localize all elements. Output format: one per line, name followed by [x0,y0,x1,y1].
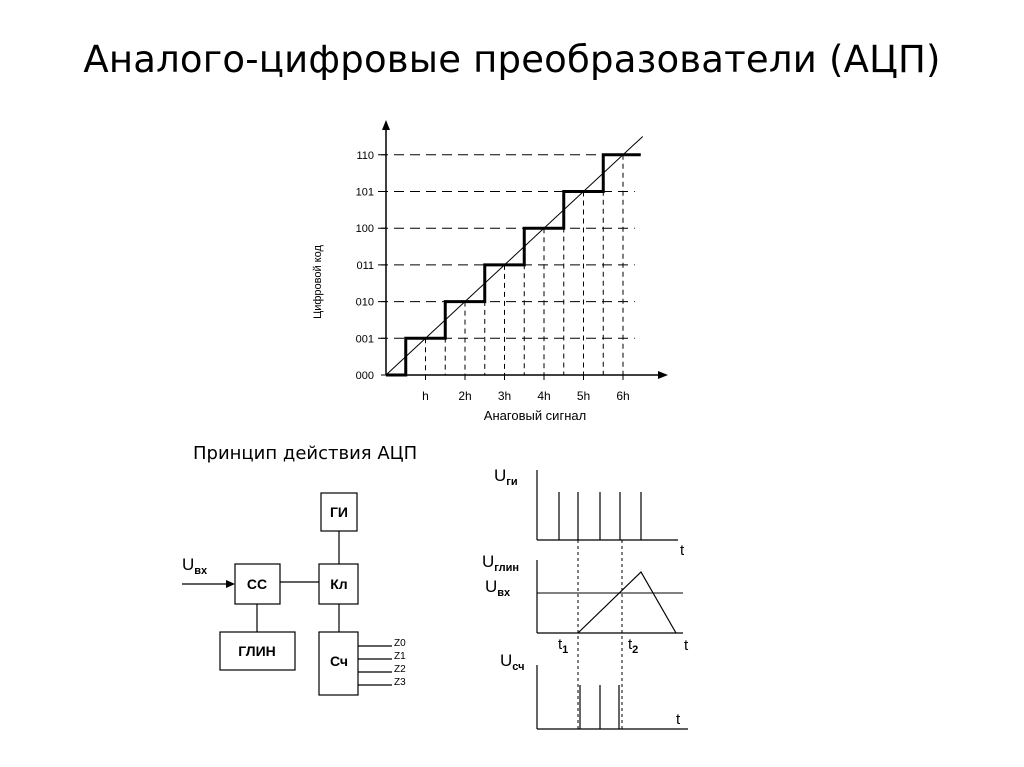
block-sch [318,631,359,696]
input-label: Uвх [182,555,208,577]
block-kl [318,563,359,605]
output-z0: Z0 [394,638,406,649]
chart-ticks: 000 001 010 011 100 101 110 h 2h 3h 4h 5h 6h [356,150,630,403]
y-tick-label: 110 [356,150,374,162]
output-z3: Z3 [394,677,406,688]
staircase-line [386,153,641,377]
block-gi-label: ГИ [330,504,348,520]
u-gi-main: U [494,466,506,485]
u-vh-main: U [485,577,497,596]
block-glin-label: ГЛИН [238,643,276,659]
y-tick-label: 001 [356,333,374,345]
output-z2: Z2 [394,664,406,675]
x-tick-label: h [422,389,429,403]
t2-label: t2 [628,636,638,656]
y-axis-label: Цифровой код [312,245,324,319]
t-label-sch: t [676,711,681,728]
timing-diagrams [536,470,688,730]
block-sch-label: Сч [330,653,348,669]
t1-main: t [558,636,563,653]
u-glin-sub: глин [494,562,519,574]
x-tick-label: 5h [577,389,590,403]
x-axis-label: Анаговый сигнал [484,408,586,423]
u-gi-sub: ги [506,476,517,488]
page-title: Аналого-цифровые преобразователи (АЦП) [83,38,941,81]
t1-sub: 1 [562,644,568,656]
y-tick-label: 100 [356,223,374,235]
block-labels: ГИ СС Кл ГЛИН Сч [238,504,348,669]
block-cc-label: СС [247,576,267,592]
diagonal-line [385,136,644,376]
x-tick-label: 6h [616,389,629,403]
timing-labels: Uги Uглин Uвх Uсч t t t t1 t2 [482,466,689,728]
u-vh-sub: вх [497,587,511,599]
block-glin [219,631,296,671]
block-gi [320,492,358,532]
u-glin-label: Uглин [482,552,519,574]
x-tick-label: 3h [498,389,511,403]
input-label-sub: вх [194,565,208,577]
u-sch-main: U [500,651,512,670]
block-diagram [182,492,392,696]
u-sch-sub: сч [512,661,524,673]
y-tick-label: 000 [356,370,374,382]
y-axis-arrow-icon [382,120,390,130]
u-sch-label: Uсч [500,651,525,673]
t1-label: t1 [558,636,568,656]
t2-sub: 2 [632,644,638,656]
x-axis-arrow-icon [658,371,668,379]
input-arrow-icon [226,580,235,588]
output-labels: Z0 Z1 Z2 Z3 [394,638,406,688]
input-label-main: U [182,555,194,574]
t-label-glin: t [684,637,689,654]
y-tick-label: 101 [356,187,374,199]
u-gi-label: Uги [494,466,518,488]
y-tick-label: 011 [356,260,374,272]
y-tick-label: 010 [356,297,374,309]
block-kl-label: Кл [330,576,347,592]
t-label-gi: t [680,542,685,559]
x-tick-label: 4h [537,389,550,403]
t2-main: t [628,636,633,653]
adc-transfer-chart: 000 001 010 011 100 101 110 h 2h 3h 4h 5h 6h Цифрово… [312,120,668,423]
u-vh-label: Uвх [485,577,511,599]
output-z1: Z1 [394,651,406,662]
ramp-signal [577,571,677,634]
u-glin-main: U [482,552,494,571]
x-tick-label: 2h [458,389,471,403]
section-subtitle: Принцип действия АЦП [193,443,418,464]
